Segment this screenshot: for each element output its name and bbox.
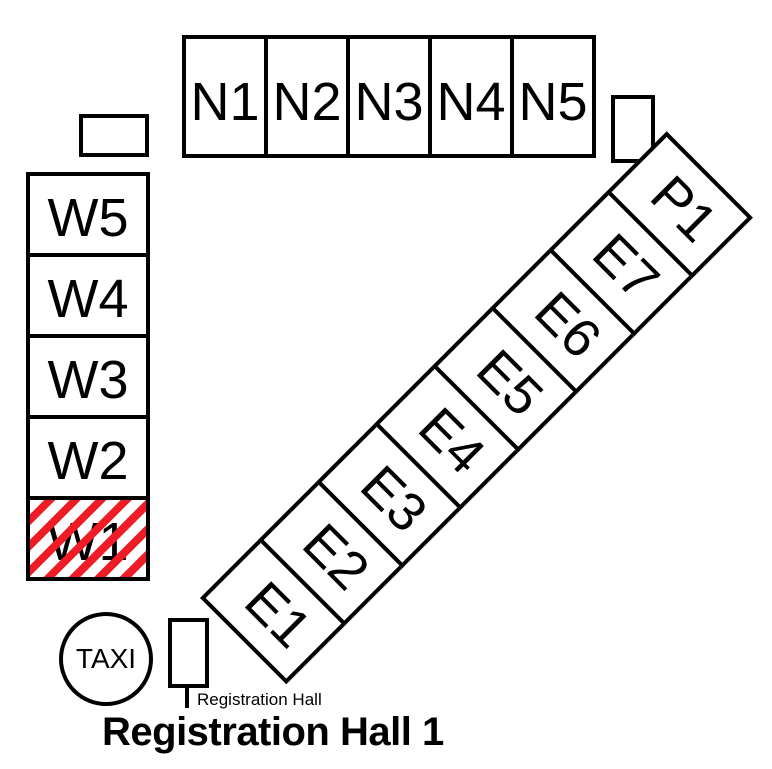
stall-n2-label: N2 — [272, 71, 342, 132]
stall-n4: N4 — [428, 35, 514, 158]
stall-w2: W2 — [26, 415, 150, 500]
stall-n4-label: N4 — [436, 71, 506, 132]
east-stall-row: E1 E2 E3 E4 E5 E6 E7 P1 — [200, 131, 753, 685]
stall-w2-label: W2 — [47, 430, 129, 491]
north-stall-row: N1 N2 N3 N4 N5 — [182, 35, 596, 158]
registration-hall-marker-box — [168, 618, 209, 688]
registration-hall-callout-label: Registration Hall — [197, 690, 322, 709]
stall-w1-highlighted: W1 — [26, 496, 150, 581]
taxi-stand-circle: TAXI — [59, 612, 153, 706]
stall-w4: W4 — [26, 253, 150, 338]
stall-w1-label: W1 — [47, 511, 129, 572]
stall-n5-label: N5 — [518, 71, 588, 132]
taxi-stand-label: TAXI — [75, 643, 137, 674]
stall-n1-label: N1 — [190, 71, 260, 132]
stall-w5: W5 — [26, 172, 150, 257]
service-box-top-left — [79, 114, 149, 157]
stall-w3: W3 — [26, 334, 150, 419]
stall-n2: N2 — [264, 35, 350, 158]
stall-w3-label: W3 — [47, 349, 129, 410]
registration-hall-callout-line — [185, 684, 189, 708]
stall-w4-label: W4 — [47, 268, 129, 329]
venue-title: Registration Hall 1 — [102, 710, 444, 754]
stall-n3-label: N3 — [354, 71, 424, 132]
west-stall-column: W5 W4 W3 W2 W1 — [26, 172, 150, 581]
stall-w5-label: W5 — [47, 187, 129, 248]
stall-n3: N3 — [346, 35, 432, 158]
service-box-top-right — [611, 95, 655, 163]
stall-n5: N5 — [510, 35, 596, 158]
stall-n1: N1 — [182, 35, 268, 158]
